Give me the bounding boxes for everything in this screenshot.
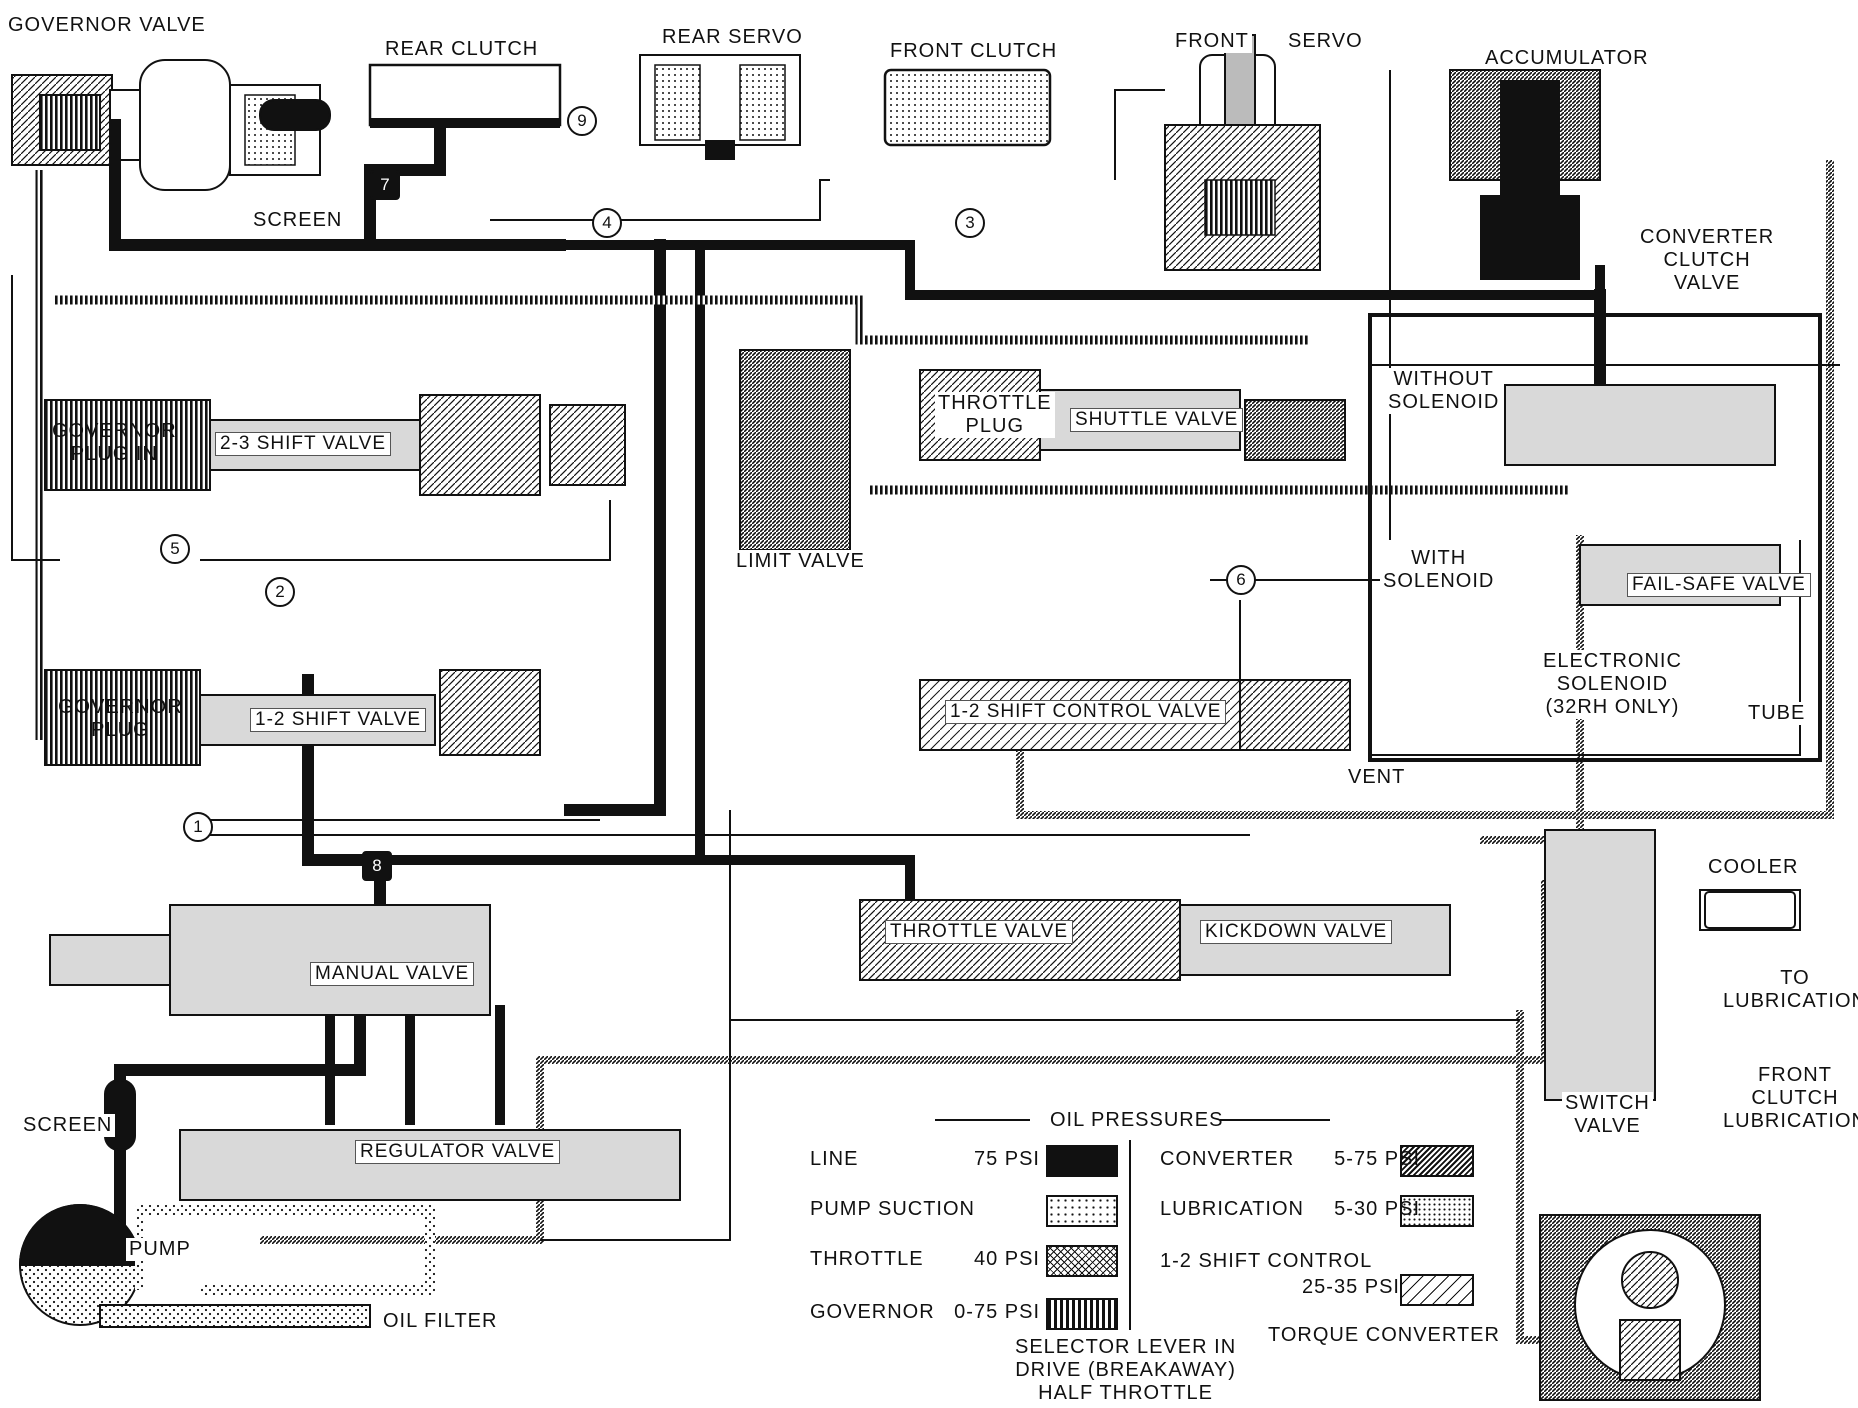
screen-bottom-label: SCREEN (20, 1114, 116, 1137)
oil-filter-label: OIL FILTER (380, 1310, 501, 1333)
cooler-body (1704, 891, 1796, 929)
screen-top-label: SCREEN (250, 209, 346, 232)
shift-2-3-valve-label: 2-3 SHIFT VALVE (215, 432, 391, 456)
pump-label: PUMP (126, 1238, 194, 1261)
auxiliary-lines (11, 70, 1840, 1241)
legend-row-governor: GOVERNOR 0-75 PSI (810, 1298, 1118, 1331)
legend-line-swatch (1046, 1145, 1118, 1177)
legend-pump-suction-name: PUMP SUCTION (810, 1198, 975, 1220)
legend-row-pump-suction: PUMP SUCTION (810, 1195, 1118, 1228)
manual-valve-label: MANUAL VALVE (310, 962, 475, 986)
check-ball-3: 3 (955, 208, 985, 238)
legend-row-lubrication: LUBRICATION 5-30 PSI (1160, 1195, 1480, 1228)
legend-shift-control-name: 1-2 SHIFT CONTROL (1160, 1250, 1373, 1272)
legend-throttle-psi: 40 PSI (973, 1248, 1040, 1270)
front-servo-front-label: FRONT (1172, 30, 1252, 53)
legend-governor-swatch (1046, 1298, 1118, 1330)
legend-governor-psi: 0-75 PSI (954, 1301, 1040, 1323)
legend-pump-suction-swatch (1046, 1195, 1118, 1227)
cooler-label: COOLER (1708, 856, 1799, 878)
regulator-valve-label: REGULATOR VALVE (355, 1140, 561, 1164)
legend-converter-psi: 5-75 PSI (1334, 1148, 1420, 1170)
tube-label: TUBE (1745, 702, 1809, 725)
accumulator-body (1449, 69, 1601, 280)
check-ball-5: 5 (160, 534, 190, 564)
front-clutch-label: FRONT CLUTCH (890, 40, 1058, 62)
rear-clutch-label: REAR CLUTCH (385, 38, 539, 60)
rear-servo-body (639, 54, 801, 160)
check-ball-4: 4 (592, 208, 622, 238)
legend-shift-control-psi: 25-35 PSI (1302, 1276, 1400, 1298)
legend-title: OIL PRESSURES (1050, 1109, 1224, 1131)
throttle-valve-label: THROTTLE VALVE (885, 920, 1073, 944)
shift-control-1-2-valve-label: 1-2 SHIFT CONTROL VALVE (945, 700, 1227, 724)
check-ball-7: 7 (370, 170, 400, 200)
legend-shift-control-swatch (1400, 1274, 1474, 1306)
legend-row-throttle: THROTTLE 40 PSI (810, 1245, 1118, 1278)
front-servo-body (1164, 34, 1321, 271)
torque-converter-label: TORQUE CONVERTER (1265, 1324, 1503, 1347)
electronic-control-wiring (1368, 313, 1822, 762)
legend-converter-swatch (1400, 1145, 1474, 1177)
fail-safe-valve-label: FAIL-SAFE VALVE (1627, 573, 1811, 597)
oil-filter-body (99, 1205, 435, 1328)
legend-rules (935, 1119, 1330, 1330)
shift-1-2-valve-label: 1-2 SHIFT VALVE (250, 708, 426, 732)
check-ball-6: 6 (1226, 565, 1256, 595)
legend-throttle-name: THROTTLE (810, 1248, 924, 1270)
legend-row-converter: CONVERTER 5-75 PSI (1160, 1145, 1480, 1178)
front-clutch-drum (883, 68, 1052, 147)
front-servo-servo-label: SERVO (1285, 30, 1366, 53)
legend-row-line: LINE 75 PSI (810, 1145, 1118, 1178)
check-ball-9: 9 (567, 106, 597, 136)
check-ball-8: 8 (362, 851, 392, 881)
legend-throttle-swatch (1046, 1245, 1118, 1277)
legend-row-shift-control: 1-2 SHIFT CONTROL 25-35 PSI (1160, 1250, 1480, 1310)
legend-converter-name: CONVERTER (1160, 1148, 1295, 1170)
legend-governor-name: GOVERNOR (810, 1301, 935, 1323)
legend-line-name: LINE (810, 1148, 859, 1170)
rear-servo-label: REAR SERVO (662, 26, 803, 48)
torque-converter-body (1539, 1214, 1761, 1401)
legend-line-psi: 75 PSI (973, 1148, 1040, 1170)
vent-label: VENT (1345, 766, 1409, 789)
line-pressure-circuit (109, 119, 1606, 1246)
governor-valve-label: GOVERNOR VALVE (8, 14, 206, 36)
check-ball-2: 2 (265, 577, 295, 607)
shuttle-valve-label: SHUTTLE VALVE (1070, 408, 1244, 432)
kickdown-valve-label: KICKDOWN VALVE (1200, 920, 1393, 944)
limit-valve-label: LIMIT VALVE (733, 550, 868, 573)
accumulator-label: ACCUMULATOR (1485, 47, 1649, 69)
legend-lubrication-swatch (1400, 1195, 1474, 1227)
rear-clutch-drum (368, 63, 562, 128)
check-ball-1: 1 (183, 812, 213, 842)
legend-lubrication-name: LUBRICATION (1160, 1198, 1304, 1220)
legend-lubrication-psi: 5-30 PSI (1334, 1198, 1420, 1220)
